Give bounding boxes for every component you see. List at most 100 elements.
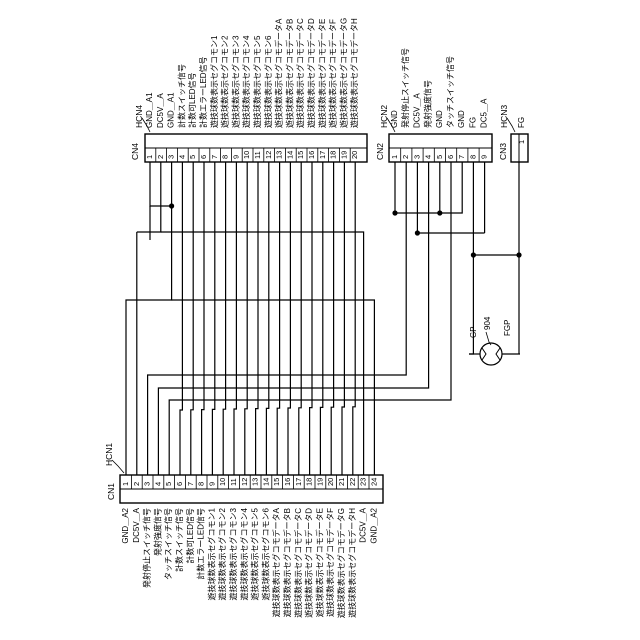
hcn4-pin-4: 4	[177, 155, 186, 159]
junction-dot	[437, 210, 442, 215]
wire-hcn4-8	[223, 162, 225, 475]
hcn1-pin-21: 21	[337, 478, 346, 486]
hcn1-pin-2: 2	[132, 482, 141, 486]
hcn4-pin-18: 18	[329, 151, 338, 159]
hcn4-pin-5: 5	[188, 155, 197, 159]
hcn4-ref-label: HCN4	[134, 105, 144, 128]
hcn1-signal-16: 遊技球数表示セグコモデータB	[282, 508, 292, 617]
hcn4-signal-9: 遊技球数表示セグコモン3	[230, 35, 240, 128]
hcn4-pin-20: 20	[350, 151, 359, 159]
junction-dot	[392, 210, 397, 215]
hcn4-pin-17: 17	[318, 151, 327, 159]
hcn1-pin-24: 24	[369, 478, 378, 486]
hcn1-pin-9: 9	[207, 482, 216, 486]
hcn1-signal-20: 遊技球数表示セグコモデータF	[325, 508, 335, 617]
hcn2-pin-7: 7	[457, 155, 466, 159]
hcn1-pin-4: 4	[153, 482, 162, 486]
hcn1-pin-12: 12	[240, 478, 249, 486]
hcn4-cn-label: CN4	[130, 143, 140, 160]
hcn4-signal-20: 遊技球数表示セグコモデータH	[349, 18, 359, 128]
hcn1-signal-19: 遊技球数表示セグコモデータE	[314, 508, 324, 617]
wire-bundle	[126, 162, 520, 475]
wire-hcn4-6	[202, 162, 204, 475]
hcn1-signal-22: 遊技球数表示セグコモデータH	[347, 508, 357, 618]
hcn1-signal-15: 遊技球数表示セグコモデータA	[271, 507, 281, 617]
hcn4-pin-14: 14	[285, 151, 294, 159]
hcn2-ref-label: HCN2	[379, 105, 389, 128]
hcn3-signal-fg: FG	[517, 117, 526, 128]
hcn3-ref-label: HCN3	[499, 105, 509, 128]
junction-dots	[169, 203, 522, 257]
hcn4-signal-4: 計数スイッチ信号	[176, 64, 186, 128]
hcn1-signal-6: 計数スイッチ信号	[174, 508, 184, 572]
hcn3-pin-1: 1	[517, 140, 526, 144]
motor-ref-label: 904	[483, 316, 492, 330]
hcn1-signal-24: GND＿A2	[369, 507, 378, 543]
motor-fgp-label: FGP	[503, 320, 512, 336]
hcn4-pin-7: 7	[210, 155, 219, 159]
hcn4-signal-8: 遊技球数表示セグコモン2	[220, 35, 230, 128]
junction-dot	[415, 230, 420, 235]
wire-hcn4-17	[320, 162, 322, 475]
hcn2-connector: 123456789 CN2 HCN2 GND発射停止スイッチ信号DC5V＿A発射…	[375, 48, 492, 162]
hcn4-pin-3: 3	[167, 155, 176, 159]
junction-dot	[169, 203, 174, 208]
hcn1-ref-label: HCN1	[104, 443, 114, 466]
hcn1-signal-11: 遊技球数表示セグコモン3	[228, 507, 238, 600]
hcn2-signal-8: FG	[468, 117, 477, 128]
hcn1-pin-15: 15	[272, 478, 281, 486]
hcn2-pin-2: 2	[401, 155, 410, 159]
hcn4-signal-11: 遊技球数表示セグコモン5	[252, 35, 262, 128]
hcn4-pin-10: 10	[242, 151, 251, 159]
hcn1-signal-12: 遊技球数表示セグコモン4	[239, 507, 249, 600]
hcn4-signal-10: 遊技球数表示セグコモン4	[241, 35, 251, 128]
hcn2-signal-6: タッチスイッチ信号	[445, 56, 455, 128]
wire-hcn4-5	[191, 162, 193, 475]
hcn2-pin-3: 3	[412, 155, 421, 159]
wire-gnd-hcn1-1	[126, 206, 172, 475]
hcn4-signal-18: 遊技球数表示セグコモデータF	[328, 19, 338, 128]
hcn4-signal-14: 遊技球数表示セグコモデータB	[284, 19, 294, 128]
hcn1-signal-8: 計数エラーLED信号	[196, 508, 206, 580]
hcn1-signal-23: DC5V＿A	[359, 507, 368, 542]
hcn1-signal-10: 遊技球数表示セグコモン2	[217, 507, 227, 600]
hcn1-pin-19: 19	[315, 478, 324, 486]
hcn2-pin-6: 6	[446, 155, 455, 159]
hcn1-pin-1: 1	[121, 482, 130, 486]
hcn1-pin-5: 5	[164, 482, 173, 486]
hcn3-connector: 1 CN3 HCN3 FG	[498, 105, 528, 162]
wire-hcn4-7	[212, 162, 214, 475]
hcn4-signal-1: GND＿A1	[145, 92, 154, 128]
junction-dot	[471, 252, 476, 257]
hcn2-pin-4: 4	[424, 155, 433, 159]
hcn1-signal-3: 発射停止スイッチ信号	[142, 508, 152, 588]
hcn2-signal-2: 発射停止スイッチ信号	[400, 48, 410, 128]
hcn1-pin-6: 6	[175, 482, 184, 486]
hcn4-pin-15: 15	[296, 151, 305, 159]
hcn1-pin-16: 16	[283, 478, 292, 486]
hcn1-pin-3: 3	[143, 482, 152, 486]
wire-hcn4-11	[256, 162, 258, 475]
junction-dot	[516, 252, 521, 257]
hcn1-signal-4: 発射強度信号	[152, 508, 162, 556]
hcn4-signal-7: 遊技球数表示セグコモン1	[209, 35, 219, 128]
hcn2-signal-5: GND	[435, 110, 444, 128]
hcn2-pin-1: 1	[390, 155, 399, 159]
hcn1-signal-18: 遊技球数表示セグコモデータD	[304, 508, 314, 618]
hcn4-pin-12: 12	[264, 151, 273, 159]
hcn1-pin-10: 10	[218, 478, 227, 486]
hcn2-pin-8: 8	[468, 155, 477, 159]
wire-hcn4-14	[288, 162, 290, 475]
wire-hcn4-4	[180, 162, 182, 475]
hcn2-signal-3: DC5V＿A	[412, 93, 421, 128]
wire-hcn4-15	[299, 162, 301, 475]
hcn4-pin-2: 2	[156, 155, 165, 159]
hcn4-signal-17: 遊技球数表示セグコモデータE	[317, 19, 327, 128]
hcn4-pin-8: 8	[221, 155, 230, 159]
hcn4-pin-13: 13	[275, 151, 284, 159]
hcn2-cn-label: CN2	[375, 143, 385, 160]
hcn1-pin-8: 8	[197, 482, 206, 486]
motor-gp-label: GP	[469, 326, 478, 338]
hcn1-pin-7: 7	[186, 482, 195, 486]
